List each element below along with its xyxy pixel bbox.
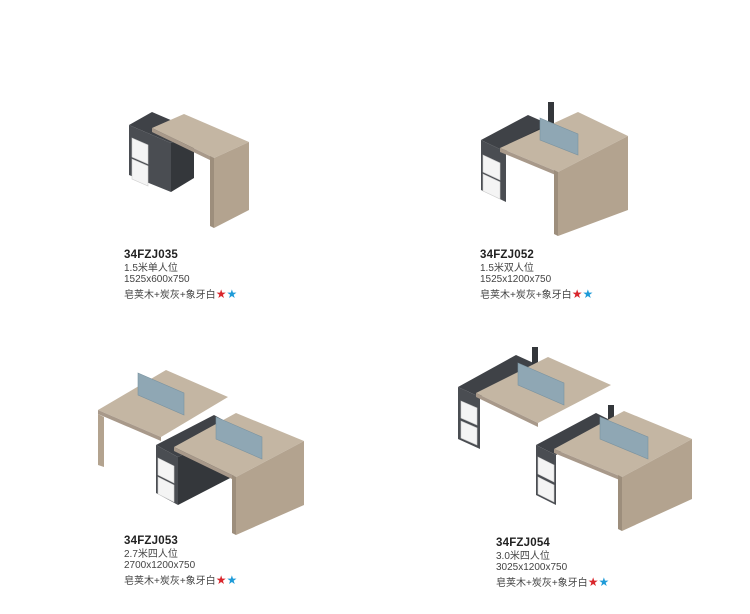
product-image [124, 100, 254, 235]
material-text: 皂荚木+炭灰+象牙白 [480, 290, 572, 301]
material-text: 皂荚木+炭灰+象牙白 [496, 578, 588, 589]
material-text: 皂荚木+炭灰+象牙白 [124, 290, 216, 301]
blue-star-icon: ★ [582, 287, 594, 301]
product-code: 34FZJ035 [124, 249, 179, 261]
product-name: 1.5米双人位 [480, 263, 534, 274]
red-star-icon: ★ [571, 287, 583, 301]
material-text: 皂荚木+炭灰+象牙白 [124, 576, 216, 587]
product-code: 34FZJ052 [480, 249, 535, 261]
product-material: 皂荚木+炭灰+象牙白★★ [124, 573, 238, 587]
product-name: 2.7米四人位 [124, 549, 178, 560]
blue-star-icon: ★ [226, 287, 238, 301]
product-size: 1525x1200x750 [480, 274, 552, 285]
product-image [456, 345, 696, 533]
desk-illustration [458, 347, 692, 531]
red-star-icon: ★ [215, 573, 227, 587]
product-name: 1.5米单人位 [124, 263, 178, 274]
product-material: 皂荚木+炭灰+象牙白★★ [496, 575, 610, 589]
red-star-icon: ★ [215, 287, 227, 301]
product-size: 1525x600x750 [124, 274, 190, 285]
product-code: 34FZJ053 [124, 535, 179, 547]
product-image [478, 100, 633, 240]
product-image [96, 365, 308, 537]
product-material: 皂荚木+炭灰+象牙白★★ [124, 287, 238, 301]
product-size: 3025x1200x750 [496, 562, 568, 573]
product-name: 3.0米四人位 [496, 551, 550, 562]
red-star-icon: ★ [587, 575, 599, 589]
desk-illustration [98, 370, 304, 535]
desk-illustration [129, 112, 249, 228]
blue-star-icon: ★ [598, 575, 610, 589]
desk-illustration [481, 102, 628, 236]
product-material: 皂荚木+炭灰+象牙白★★ [480, 287, 594, 301]
product-size: 2700x1200x750 [124, 560, 196, 571]
blue-star-icon: ★ [226, 573, 238, 587]
product-code: 34FZJ054 [496, 537, 551, 549]
